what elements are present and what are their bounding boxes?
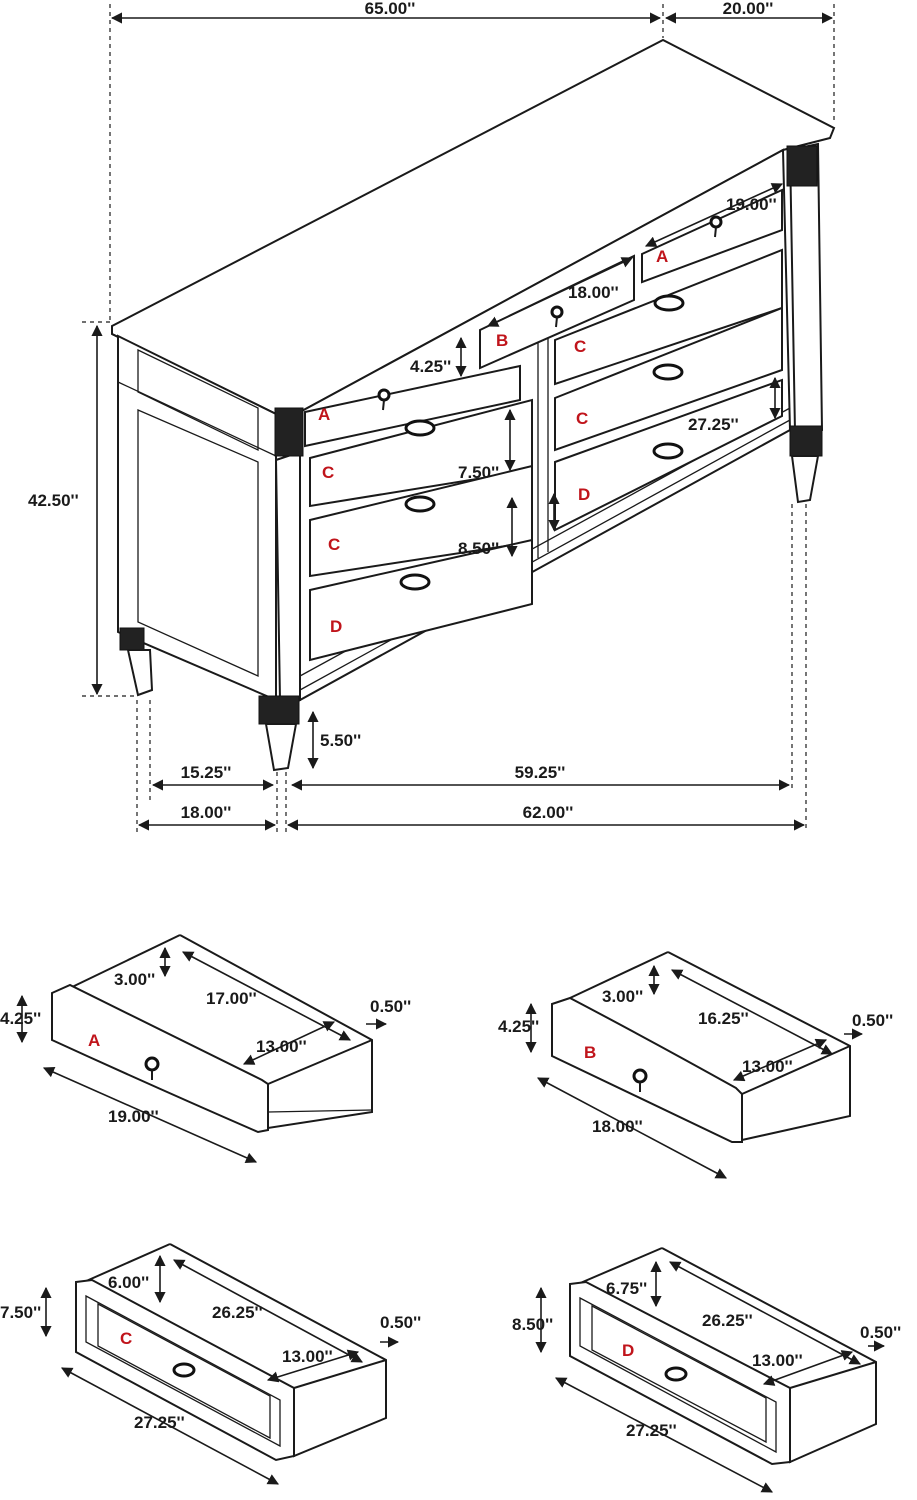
drawer-b-side: 0.50'' <box>852 1011 893 1030</box>
drawer-b-inner-depth: 16.25'' <box>698 1009 749 1028</box>
drawer-c-width-label: 27.25'' <box>688 415 739 434</box>
dresser-letter-a-right: A <box>656 247 668 266</box>
drawer-a-height-label: 4.25'' <box>410 357 451 376</box>
drawer-b-height: 4.25'' <box>498 1017 539 1036</box>
drawer-d-height: 8.50'' <box>512 1315 553 1334</box>
drawer-a-inner-height: 3.00'' <box>114 970 155 989</box>
drawer-d-diagram <box>535 1247 886 1493</box>
side-depth-label: 18.00'' <box>181 803 232 822</box>
drawer-c-height-label: 7.50'' <box>458 463 499 482</box>
drawer-a-inner-width: 13.00'' <box>256 1037 307 1056</box>
dresser-dimension-lines <box>82 4 835 832</box>
drawer-b-diagram <box>525 951 864 1179</box>
depth-label: 20.00'' <box>723 0 774 18</box>
drawer-b-width-label: 18.00'' <box>568 283 619 302</box>
drawer-c-side: 0.50'' <box>380 1313 421 1332</box>
drawer-d-inner-width: 13.00'' <box>752 1351 803 1370</box>
drawer-c-diagram <box>40 1243 400 1485</box>
drawer-a-inner-depth: 17.00'' <box>206 989 257 1008</box>
inner-width-label: 59.25'' <box>515 763 566 782</box>
drawer-c-letter: C <box>120 1329 132 1348</box>
drawer-b-width: 18.00'' <box>592 1117 643 1136</box>
dresser-letter-c-2: C <box>328 535 340 554</box>
drawer-d-height-label: 8.50'' <box>458 539 499 558</box>
drawer-d-width: 27.25'' <box>626 1421 677 1440</box>
drawer-c-height: 7.50'' <box>0 1303 41 1322</box>
inner-side-label: 15.25'' <box>181 763 232 782</box>
leg-height-label: 5.50'' <box>320 731 361 750</box>
drawer-c-inner-height: 6.00'' <box>108 1273 149 1292</box>
width-label: 65.00'' <box>365 0 416 18</box>
drawer-a-diagram <box>16 934 388 1164</box>
drawer-b-inner-width: 13.00'' <box>742 1057 793 1076</box>
front-width-label: 62.00'' <box>523 803 574 822</box>
drawer-d-inner-depth: 26.25'' <box>702 1311 753 1330</box>
dresser-letter-b: B <box>496 331 508 350</box>
drawer-a-width: 19.00'' <box>108 1107 159 1126</box>
drawer-c-inner-depth: 26.25'' <box>212 1303 263 1322</box>
drawer-b-letter: B <box>584 1043 596 1062</box>
dresser-letter-a-left: A <box>318 405 330 424</box>
drawer-d-letter: D <box>622 1341 634 1360</box>
dresser-letter-d-1: D <box>330 617 342 636</box>
drawer-d-inner-height: 6.75'' <box>606 1279 647 1298</box>
drawer-c-inner-width: 13.00'' <box>282 1347 333 1366</box>
drawer-a-letter: A <box>88 1031 100 1050</box>
dresser-drawing <box>111 38 836 772</box>
drawer-a-height: 4.25'' <box>0 1009 41 1028</box>
dresser-letter-d-2: D <box>578 485 590 504</box>
dresser-letter-c-1: C <box>322 463 334 482</box>
drawer-d-side: 0.50'' <box>860 1323 901 1342</box>
drawer-c-width: 27.25'' <box>134 1413 185 1432</box>
drawer-a-side: 0.50'' <box>370 997 411 1016</box>
dresser-letter-c-4: C <box>576 409 588 428</box>
dresser-letter-c-3: C <box>574 337 586 356</box>
height-label: 42.50'' <box>28 491 79 510</box>
drawer-a-width-label: 19.00'' <box>726 195 777 214</box>
drawer-b-inner-height: 3.00'' <box>602 987 643 1006</box>
